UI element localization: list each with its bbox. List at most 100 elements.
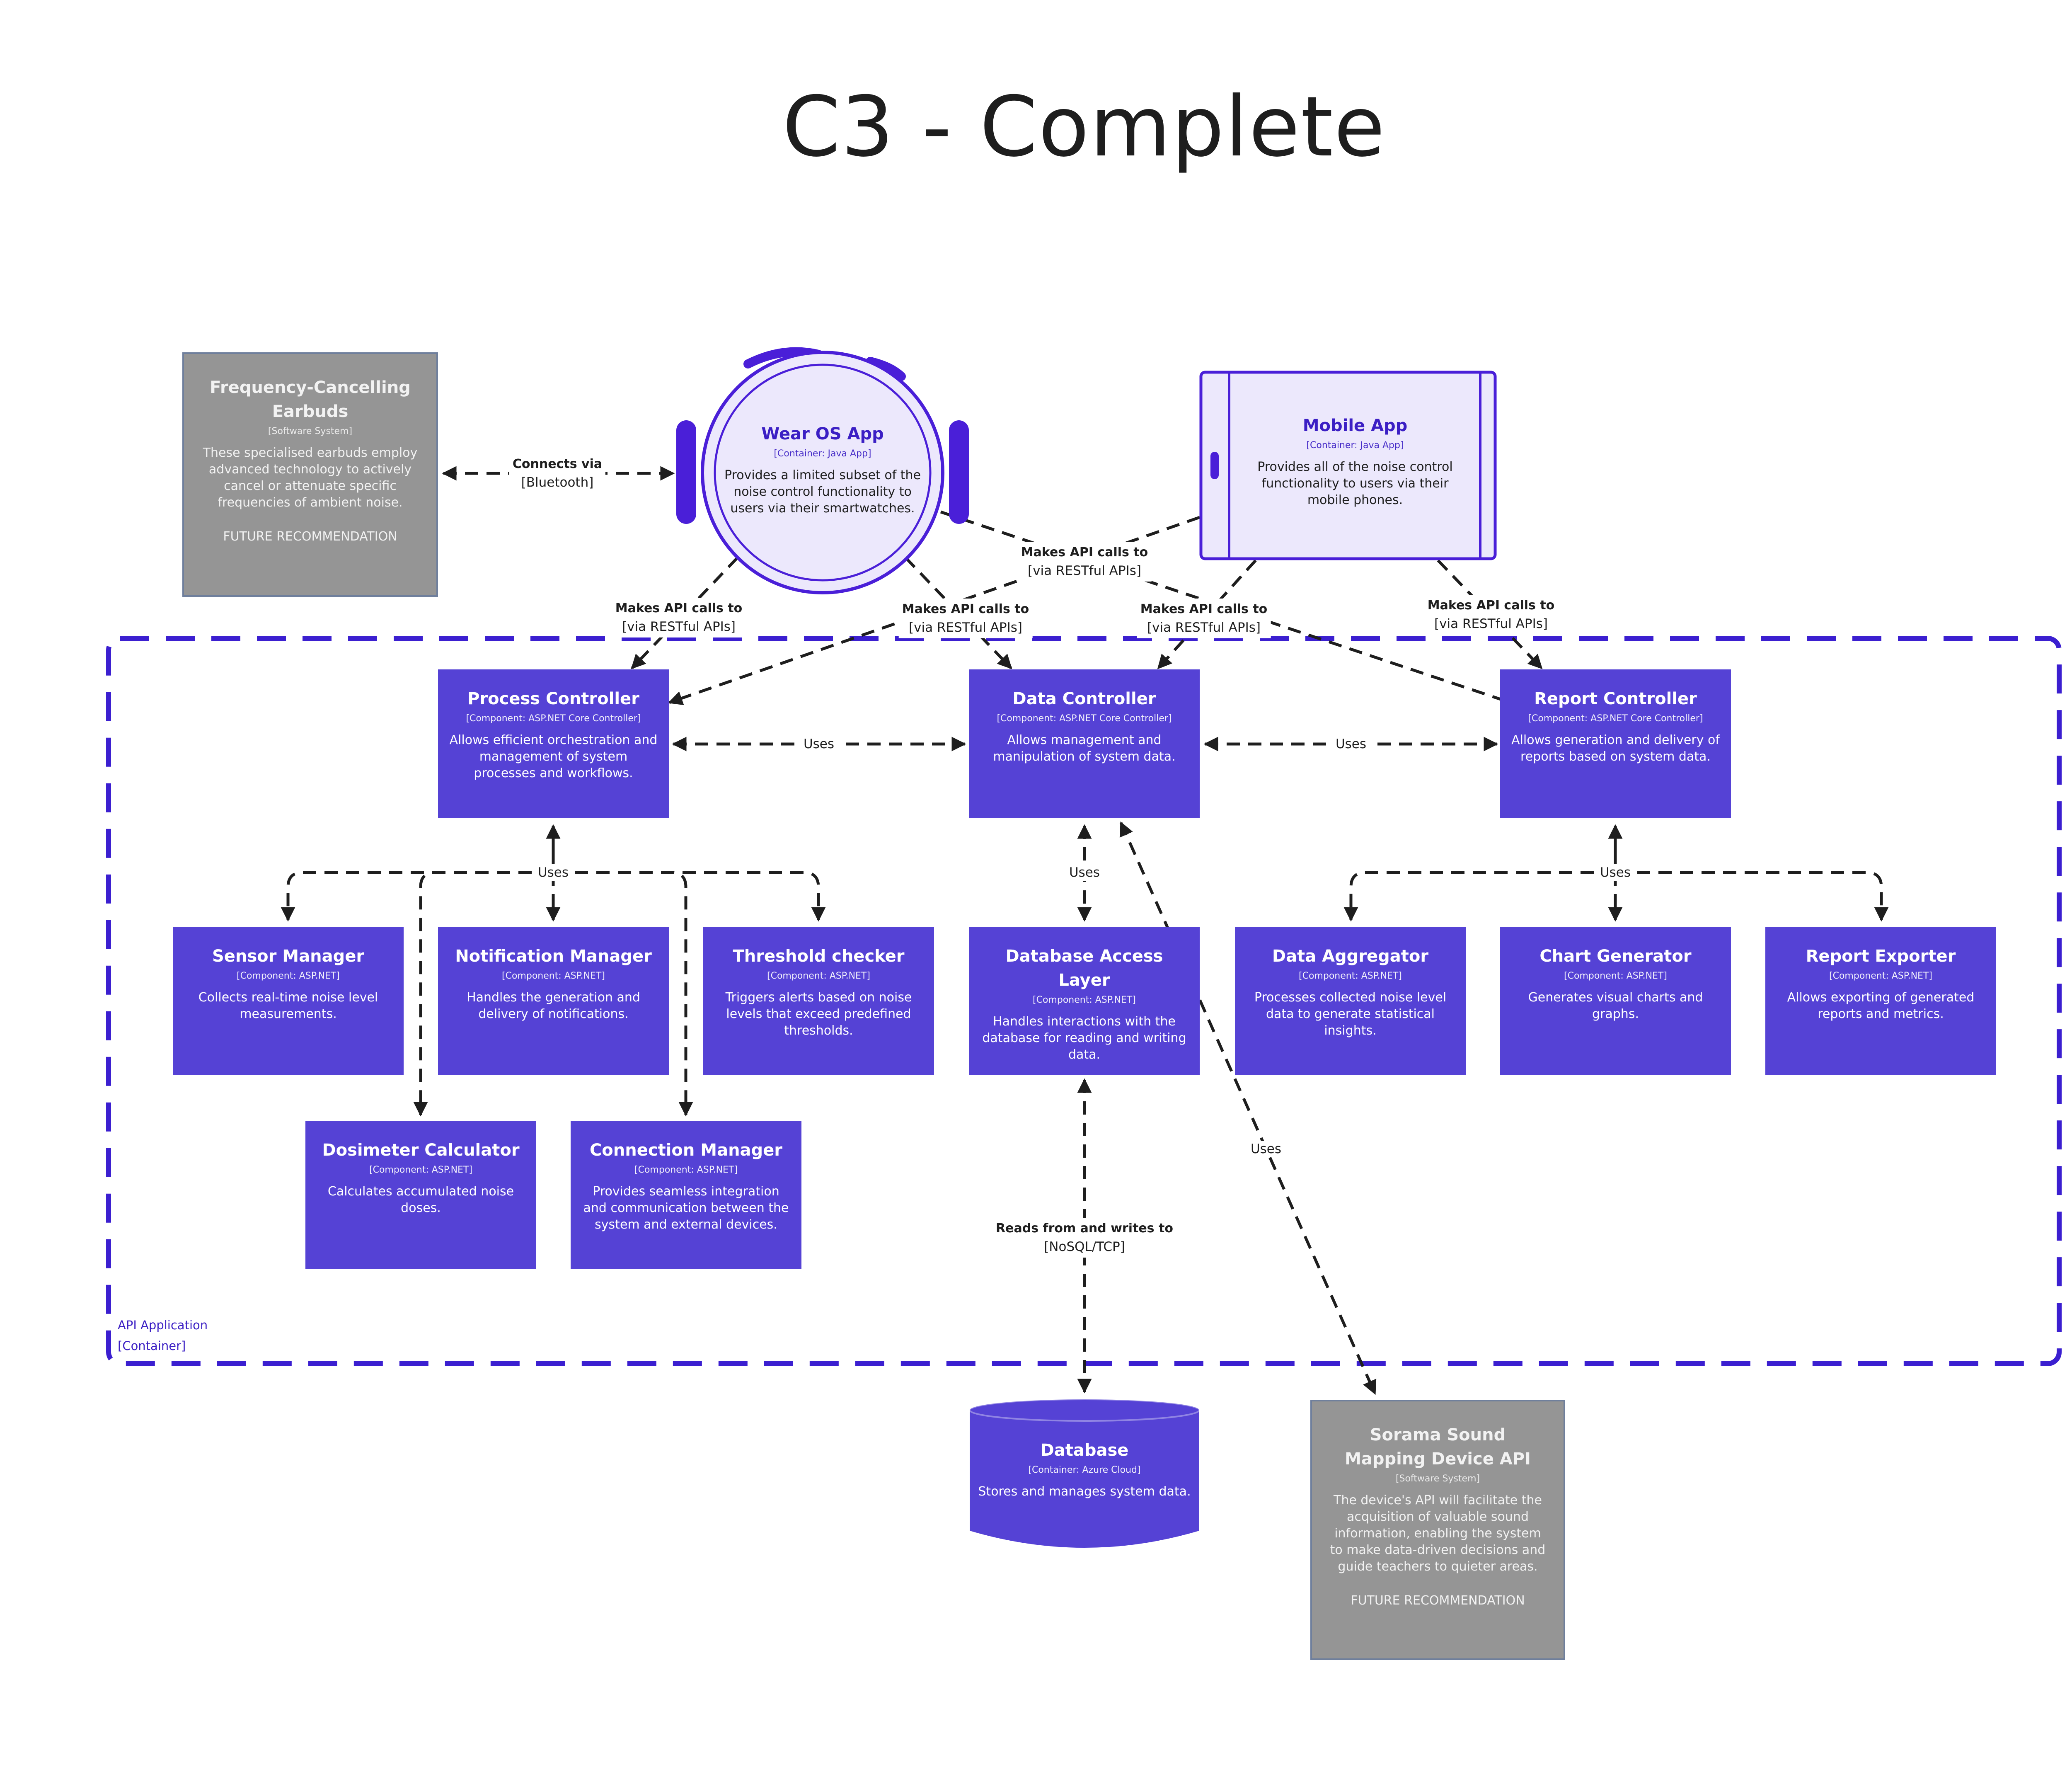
label-connects-via-tech: [Bluetooth]	[521, 475, 594, 490]
label-api-mobile-data: Makes API calls to [via RESTful APIs]	[1137, 599, 1271, 638]
chart-generator-name: Chart Generator	[1539, 947, 1692, 966]
connection-manager-name: Connection Manager	[589, 1141, 783, 1160]
label-connects-via: Connects via [Bluetooth]	[509, 453, 606, 493]
connector-process-connection	[553, 871, 693, 1117]
label-api-wear-data-title: Makes API calls to	[902, 602, 1029, 616]
label-connects-via-title: Connects via	[512, 457, 603, 471]
process-controller[interactable]: Process Controller [Component: ASP.NET C…	[438, 669, 669, 818]
container-name: API Application	[118, 1318, 208, 1332]
data-aggregator[interactable]: Data Aggregator [Component: ASP.NET] Pro…	[1235, 927, 1466, 1075]
process-controller-desc: Allows efficient orchestration and manag…	[449, 733, 658, 780]
mobile-app[interactable]: Mobile App [Container: Java App] Provide…	[1239, 414, 1471, 521]
page-title: C3 - Complete	[782, 79, 1386, 175]
database-desc: Stores and manages system data.	[978, 1484, 1191, 1499]
report-exporter-type: [Component: ASP.NET]	[1829, 971, 1932, 981]
wear-os-type: [Container: Java App]	[774, 448, 871, 459]
connection-manager[interactable]: Connection Manager [Component: ASP.NET] …	[571, 1121, 801, 1269]
dosimeter-calculator[interactable]: Dosimeter Calculator [Component: ASP.NET…	[305, 1121, 536, 1269]
label-uses-data-dal: Uses	[1065, 864, 1104, 881]
label-reads-writes: Reads from and writes to [NoSQL/TCP]	[992, 1218, 1176, 1258]
database-access-layer-type: [Component: ASP.NET]	[1033, 995, 1136, 1005]
label-api-wear-data-tech: [via RESTful APIs]	[909, 620, 1022, 635]
database-type: [Container: Azure Cloud]	[1028, 1465, 1141, 1475]
notification-manager-desc: Handles the generation and delivery of n…	[467, 990, 640, 1021]
data-aggregator-desc: Processes collected noise level data to …	[1254, 990, 1447, 1038]
mobile-desc: Provides all of the noise control functi…	[1257, 460, 1453, 507]
threshold-checker[interactable]: Threshold checker [Component: ASP.NET] T…	[703, 927, 934, 1075]
sorama-note: FUTURE RECOMMENDATION	[1351, 1593, 1525, 1608]
mobile-phone-shape	[1199, 371, 1497, 560]
mobile-type: [Container: Java App]	[1306, 440, 1404, 451]
report-exporter-desc: Allows exporting of generated reports an…	[1787, 990, 1975, 1021]
label-api-mobile-report-tech: [via RESTful APIs]	[1434, 616, 1548, 631]
data-aggregator-type: [Component: ASP.NET]	[1299, 971, 1402, 981]
mobile-name: Mobile App	[1302, 416, 1408, 435]
label-api-wear-process-title: Makes API calls to	[615, 601, 743, 616]
notification-manager-type: [Component: ASP.NET]	[502, 971, 605, 981]
chart-generator[interactable]: Chart Generator [Component: ASP.NET] Gen…	[1500, 927, 1731, 1075]
label-reads-writes-title: Reads from and writes to	[996, 1221, 1173, 1236]
sensor-manager[interactable]: Sensor Manager [Component: ASP.NET] Coll…	[173, 927, 404, 1075]
label-api-wear-process-tech: [via RESTful APIs]	[622, 619, 736, 634]
database-access-layer[interactable]: Database Access Layer [Component: ASP.NE…	[969, 927, 1200, 1075]
container-type: [Container]	[118, 1339, 186, 1353]
label-api-wear-report: Makes API calls to [via RESTful APIs]	[1017, 542, 1152, 582]
sorama-box[interactable]: Sorama Sound Mapping Device API [Softwar…	[1310, 1400, 1565, 1660]
chart-generator-desc: Generates visual charts and graphs.	[1528, 990, 1703, 1021]
report-exporter-name: Report Exporter	[1806, 947, 1956, 966]
label-api-mobile-data-tech: [via RESTful APIs]	[1147, 620, 1261, 635]
sensor-manager-name: Sensor Manager	[212, 947, 365, 966]
data-controller[interactable]: Data Controller [Component: ASP.NET Core…	[969, 669, 1200, 818]
report-exporter[interactable]: Report Exporter [Component: ASP.NET] All…	[1765, 927, 1996, 1075]
label-uses-process-children: Uses	[533, 864, 573, 881]
chart-generator-type: [Component: ASP.NET]	[1564, 971, 1667, 981]
dosimeter-calculator-desc: Calculates accumulated noise doses.	[327, 1184, 514, 1215]
connector-data-sorama	[1119, 821, 1377, 1395]
label-api-mobile-report: Makes API calls to [via RESTful APIs]	[1424, 595, 1558, 635]
database-cylinder	[969, 1399, 1200, 1548]
notification-manager-name: Notification Manager	[455, 947, 652, 966]
notification-manager[interactable]: Notification Manager [Component: ASP.NET…	[438, 927, 669, 1075]
earbuds-name: Frequency-Cancelling Earbuds	[210, 378, 411, 421]
sensor-manager-type: [Component: ASP.NET]	[237, 971, 340, 981]
report-controller[interactable]: Report Controller [Component: ASP.NET Co…	[1500, 669, 1731, 818]
report-controller-desc: Allows generation and delivery of report…	[1511, 733, 1720, 764]
earbuds-box[interactable]: Frequency-Cancelling Earbuds [Software S…	[182, 352, 438, 597]
dosimeter-calculator-type: [Component: ASP.NET]	[369, 1165, 472, 1175]
label-uses-report-children: Uses	[1595, 864, 1635, 881]
database-access-layer-name: Database Access Layer	[1005, 947, 1163, 990]
label-uses-data-report: Uses	[1331, 736, 1371, 752]
container-label: API Application [Container]	[118, 1315, 208, 1356]
sorama-desc: The device's API will facilitate the acq…	[1330, 1493, 1546, 1574]
connection-manager-desc: Provides seamless integration and commun…	[583, 1184, 789, 1232]
connector-process-threshold	[553, 871, 826, 922]
wear-os-name: Wear OS App	[761, 424, 884, 444]
data-controller-name: Data Controller	[1012, 689, 1156, 708]
database-access-layer-desc: Handles interactions with the database f…	[982, 1014, 1186, 1062]
label-api-wear-report-tech: [via RESTful APIs]	[1028, 563, 1141, 578]
report-controller-name: Report Controller	[1534, 689, 1697, 708]
report-controller-type: [Component: ASP.NET Core Controller]	[1528, 713, 1703, 724]
threshold-checker-desc: Triggers alerts based on noise levels th…	[725, 990, 912, 1038]
data-controller-type: [Component: ASP.NET Core Controller]	[997, 713, 1172, 724]
sorama-type: [Software System]	[1395, 1474, 1480, 1484]
label-api-mobile-data-title: Makes API calls to	[1140, 602, 1268, 616]
database-node[interactable]: Database [Container: Azure Cloud] Stores…	[970, 1438, 1199, 1521]
connector-process-sensor	[281, 871, 553, 922]
database-name: Database	[1040, 1441, 1129, 1460]
earbuds-note: FUTURE RECOMMENDATION	[223, 529, 397, 544]
connector-process-dosimeter	[413, 871, 553, 1117]
process-controller-type: [Component: ASP.NET Core Controller]	[466, 713, 641, 724]
wear-os-watch-shape	[676, 347, 969, 594]
label-api-wear-process: Makes API calls to [via RESTful APIs]	[612, 598, 746, 637]
wear-os-app[interactable]: Wear OS App [Container: Java App] Provid…	[717, 422, 928, 530]
label-uses-data-sorama: Uses	[1246, 1141, 1286, 1157]
connector-report-exporter	[1615, 871, 1889, 922]
data-controller-desc: Allows management and manipulation of sy…	[993, 733, 1176, 764]
earbuds-type: [Software System]	[268, 426, 353, 436]
sensor-manager-desc: Collects real-time noise level measureme…	[198, 990, 378, 1021]
label-uses-process-data: Uses	[799, 736, 839, 752]
sorama-name: Sorama Sound Mapping Device API	[1345, 1425, 1531, 1469]
connection-manager-type: [Component: ASP.NET]	[634, 1165, 738, 1175]
